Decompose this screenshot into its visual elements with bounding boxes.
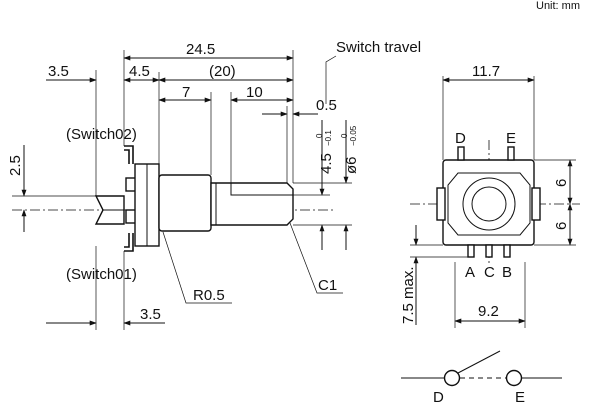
terminal-e-circle [505,369,523,387]
dim-front-width: 11.7 [472,63,500,80]
dim-shaft-ref: (20) [209,63,236,80]
label-radius: R0.5 [193,287,225,304]
shaft [210,182,294,226]
terminal-d-circle [443,369,461,387]
dim-lower-half: 6 [553,222,570,230]
dim-flat-height: 4.5 [318,153,335,174]
dim-pin-spacing: 2.5 [7,155,24,176]
pin-c-label: C [484,264,495,281]
dim-terminal-offset: 3.5 [48,63,69,80]
side-view: 24.5 3.5 4.5 (20) 7 10 Switch travel 0.5… [7,39,421,330]
dim-flat-start: 7 [182,84,190,101]
pin-e-label: E [506,130,516,147]
unit-label: Unit: mm [536,0,580,12]
switch-schematic: D E [401,350,562,406]
pin-b-terminal [503,244,511,258]
dim-shaft-diameter-tol-top: 0 [340,133,349,138]
pin-d-label: D [455,130,466,147]
label-chamfer: C1 [318,277,337,294]
switch-travel-label: Switch travel [336,39,421,56]
dim-pin-span: 9.2 [478,303,499,320]
dim-body-length: 4.5 [129,63,150,80]
dim-overall-length: 24.5 [186,41,215,58]
dim-height-max: 7.5 max. [400,266,417,324]
bushing-outer [462,177,516,231]
pin-a-terminal [467,244,475,258]
dim-flat-height-tol-top: 0 [315,133,324,138]
dim-upper-half: 6 [553,179,570,187]
label-switch02: (Switch02) [66,126,137,143]
dim-switch-travel: 0.5 [316,97,337,114]
pin-c-terminal [485,244,493,258]
bushing-inner [471,186,507,222]
front-view: D E A C B 11.7 6 6 7.5 max. 9.2 [400,63,580,328]
dim-flat-height-tol-bottom: −0.1 [324,130,333,146]
dim-shaft-diameter-tol-bottom: −0.05 [349,125,358,146]
pin-d-terminal [457,146,465,161]
pin-b-label: B [502,264,512,281]
bushing [158,174,212,232]
pin-a-label: A [465,264,475,281]
label-switch01: (Switch01) [66,266,137,283]
schematic-label-e: E [515,389,525,406]
pin-e-terminal [507,146,515,161]
dim-terminal-bottom: 3.5 [140,306,161,323]
shaft-flat [230,183,293,196]
dim-shaft-diameter: ø6 [343,156,360,174]
schematic-label-d: D [433,389,444,406]
dim-flat-length: 10 [246,84,263,101]
